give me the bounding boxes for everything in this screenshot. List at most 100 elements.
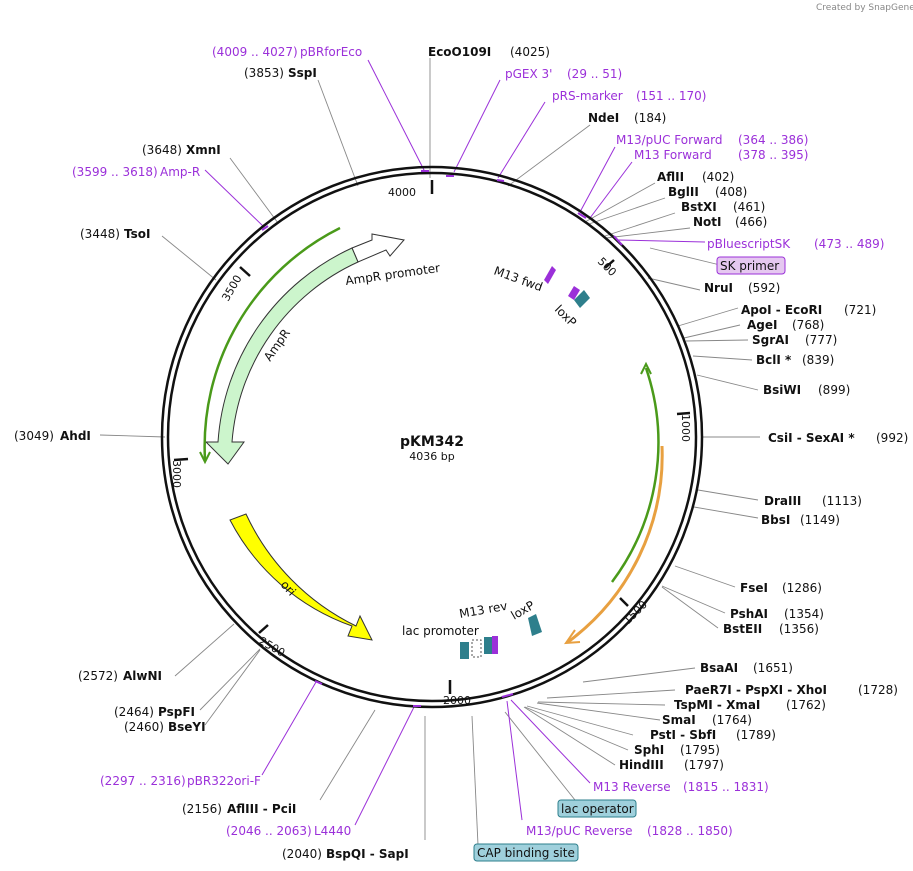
ampr-arrow: [204, 247, 359, 465]
bsteii-pos: (1356): [779, 622, 819, 636]
psti-sbfi-pos: (1789): [736, 728, 776, 742]
ahdi-pos: (3049): [14, 429, 54, 443]
m13puc-fwd-label: M13/pUC Forward: [616, 133, 723, 147]
ndei-label: NdeI: [588, 111, 619, 125]
right-green-arrowhead: [640, 361, 652, 375]
backbone-outer: [160, 165, 704, 709]
pgex-range: (29 .. 51): [567, 67, 622, 81]
tsoi-label: TsoI: [124, 227, 150, 241]
pshai-label: PshAI: [730, 607, 768, 621]
pbsk-label: pBluescriptSK: [707, 237, 791, 251]
ampr-promoter-label: AmpR promoter: [344, 261, 440, 288]
smai-label: SmaI: [662, 713, 696, 727]
tspmi-xmai-label: TspMI - XmaI: [674, 698, 760, 712]
bcli-pos: (839): [802, 353, 834, 367]
lac-promoter-label: lac promoter: [402, 624, 479, 638]
pspfi-pos: (2464): [114, 705, 154, 719]
plasmid-name: pKM342: [400, 434, 464, 450]
tick-500: 500: [595, 255, 619, 279]
m13-fwd-label: M13 fwd: [492, 264, 545, 295]
psti-sbfi-label: PstI - SbfI: [650, 728, 716, 742]
bsaai-label: BsaAI: [700, 661, 738, 675]
m13-forward-range: (378 .. 395): [738, 148, 808, 162]
m13-reverse-range: (1815 .. 1831): [683, 780, 769, 794]
sphi-label: SphI: [634, 743, 664, 757]
hindiii-pos: (1797): [684, 758, 724, 772]
ampr-promoter-arrow: [351, 233, 405, 263]
cap-site-box: [473, 843, 579, 862]
cap-site-label: CAP binding site: [477, 846, 575, 860]
pgex-label: pGEX 3': [505, 67, 552, 81]
l4440-label: L4440: [314, 824, 351, 838]
bspqi-pos: (2040): [282, 847, 322, 861]
pspfi-label: PspFI: [158, 705, 195, 719]
draiii-label: DraIII: [764, 494, 801, 508]
bstxi-pos: (461): [733, 200, 765, 214]
bseyi-label: BseYI: [168, 720, 206, 734]
bglii-label: BglII: [668, 185, 699, 199]
m13puc-rev-label: M13/pUC Reverse: [526, 824, 633, 838]
pbr322-range: (2297 .. 2316): [100, 774, 186, 788]
ori-arrow: [229, 513, 373, 641]
afliii-pos: (2156): [182, 802, 222, 816]
bsaai-pos: (1651): [753, 661, 793, 675]
afliii-pcii-label: AflIII - PciI: [227, 802, 296, 816]
hindiii-label: HindIII: [619, 758, 664, 772]
ahdi-label: AhdI: [60, 429, 91, 443]
pbsk-range: (473 .. 489): [814, 237, 884, 251]
fsei-label: FseI: [740, 581, 768, 595]
bbsi-label: BbsI: [761, 513, 790, 527]
right-green-arc: [610, 367, 660, 583]
top-primer-mark: [568, 286, 580, 300]
aflii-pos: (402): [702, 170, 734, 184]
bbsi-pos: (1149): [800, 513, 840, 527]
ampr-highlight-arc: [203, 226, 341, 461]
bglii-pos: (408): [715, 185, 747, 199]
tick-3000: 3000: [170, 460, 183, 488]
sk-primer-label: SK primer: [720, 259, 779, 273]
sspi-label: SspI: [288, 66, 317, 80]
sspi-pos: (3853): [244, 66, 284, 80]
primer-marks: [261, 170, 623, 707]
aflii-label: AflII: [657, 170, 684, 184]
tspmi-xmai-pos: (1762): [786, 698, 826, 712]
smai-pos: (1764): [712, 713, 752, 727]
lac-block-1: [460, 642, 469, 659]
m13-rev-mark: [492, 636, 498, 654]
xmni-pos: (3648): [142, 143, 182, 157]
ampr-primer-range: (3599 .. 3618): [72, 165, 158, 179]
bottom-loxp-mark: [528, 614, 542, 636]
plasmid-size: 4036 bp: [409, 450, 454, 463]
ndei-pos: (184): [634, 111, 666, 125]
sgrai-label: SgrAI: [752, 333, 789, 347]
apoi-ecori-pos: (721): [844, 303, 876, 317]
bspqi-sapi-label: BspQI - SapI: [326, 847, 409, 861]
tick-2000: 2000: [443, 694, 471, 707]
l4440-range: (2046 .. 2063): [226, 824, 312, 838]
m13puc-fwd-range: (364 .. 386): [738, 133, 808, 147]
apoi-ecori-label: ApoI - EcoRI: [741, 303, 822, 317]
top-loxp-mark: [574, 290, 590, 308]
pshai-pos: (1354): [784, 607, 824, 621]
bsiwi-label: BsiWI: [763, 383, 801, 397]
m13-rev-label: M13 rev: [458, 599, 508, 621]
prs-label: pRS-marker: [552, 89, 623, 103]
m13-reverse-label: M13 Reverse: [593, 780, 671, 794]
ampr-primer-label: Amp-R: [160, 165, 200, 179]
tick-1000: 1000: [679, 414, 692, 442]
csii-sexai-label: CsiI - SexAI *: [768, 431, 855, 445]
tsoi-pos: (3448): [80, 227, 120, 241]
bsteii-label: BstEII: [723, 622, 762, 636]
nrui-label: NruI: [704, 281, 733, 295]
orange-arc: [567, 445, 664, 644]
alwni-pos: (2572): [78, 669, 118, 683]
bcli-label: BclI *: [756, 353, 792, 367]
lac-operator-box: [557, 799, 637, 818]
lac-block-3: [484, 637, 492, 654]
pbr322-label: pBR322ori-F: [187, 774, 261, 788]
agei-label: AgeI: [747, 318, 777, 332]
lac-operator-label: lac operator: [561, 802, 634, 816]
pbrforeco-label: pBRforEco: [300, 45, 362, 59]
alwni-label: AlwNI: [123, 669, 162, 683]
